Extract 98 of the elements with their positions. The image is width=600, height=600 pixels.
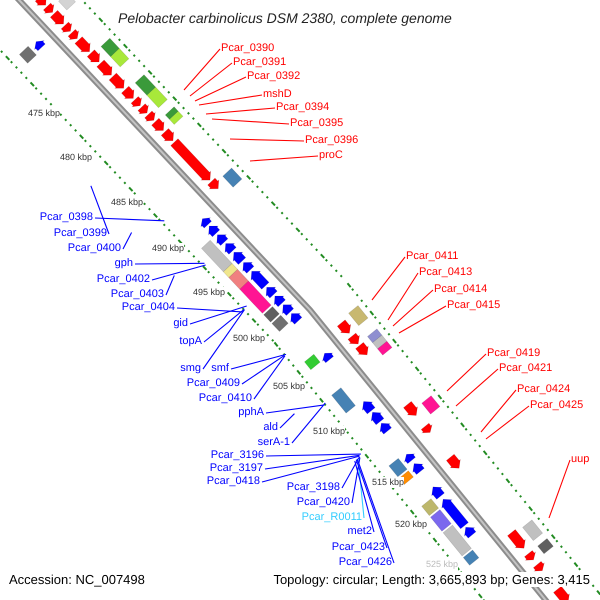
gene-label: Pcar_0423 <box>332 541 385 554</box>
gene-label: smg <box>180 362 201 375</box>
leader-line <box>206 107 276 115</box>
gene-label: Pcar_0398 <box>40 211 93 224</box>
leader-line <box>135 262 204 265</box>
leader-line <box>250 155 318 162</box>
gene-label: Pcar_0402 <box>96 273 150 286</box>
leader-line <box>90 186 110 234</box>
gene-label: Pcar_3198 <box>286 481 340 494</box>
gene-label: Pcar_3197 <box>210 462 263 475</box>
leader-line <box>351 457 360 504</box>
scale-label: 520 kbp <box>395 519 428 530</box>
gene-label: Pcar_0404 <box>122 301 175 314</box>
leader-line <box>356 458 395 564</box>
scale-label: 515 kbp <box>372 477 404 488</box>
gene-label: Pcar_0396 <box>305 134 358 147</box>
gene-label: Pcar_0425 <box>530 399 584 412</box>
gene-label: topA <box>179 335 202 348</box>
leader-line <box>358 458 365 518</box>
leader-line <box>354 460 375 532</box>
gene-label: Pcar_0410 <box>198 392 252 405</box>
gene-label: Pcar_0394 <box>276 101 330 114</box>
leader-line <box>398 306 446 334</box>
title: Pelobacter carbinolicus DSM 2380, complete genome <box>118 10 452 26</box>
leader-line <box>242 355 285 384</box>
gene-label: Pcar_0426 <box>338 556 392 569</box>
leader-line <box>254 355 286 400</box>
gene-label: Pcar_0413 <box>419 266 472 279</box>
leader-line <box>486 406 530 440</box>
leader-line <box>184 48 220 90</box>
leader-line <box>176 307 243 312</box>
leader-line <box>152 264 206 281</box>
gene-label: gid <box>173 317 188 330</box>
leader-line <box>166 275 175 296</box>
leader-line <box>94 217 164 222</box>
leader-line <box>264 454 360 470</box>
gene-label: Pcar_0409 <box>186 377 240 390</box>
gene-label: gph <box>114 257 133 270</box>
leader-line <box>356 459 388 548</box>
gene-label: Pcar_R0011 <box>302 511 362 524</box>
scale-label: 475 kbp <box>28 108 60 119</box>
gene-label: Pcar_0390 <box>221 42 274 55</box>
genome-info-text: Topology: circular; Length: 3,665,893 bp; Genes: 3,415 <box>273 572 590 587</box>
scale-label: 505 kbp <box>273 381 306 392</box>
gene-label: Pcar_0395 <box>290 117 344 130</box>
gene-label: pphA <box>238 406 264 419</box>
leader-line <box>122 232 132 250</box>
scale-label: 490 kbp <box>152 243 184 254</box>
gene-label: Pcar_0411 <box>406 250 458 263</box>
gene-label: Pcar_0420 <box>296 496 350 509</box>
leader-line <box>372 256 406 300</box>
leader-line <box>548 460 571 518</box>
gene-label: Pcar_0415 <box>447 299 500 312</box>
leader-line <box>262 456 360 483</box>
scale-label: 480 kbp <box>60 152 92 163</box>
leader-line <box>202 309 245 370</box>
leader-line <box>342 456 360 488</box>
gene-label: Pcar_0391 <box>233 56 286 69</box>
scale-label: 500 kbp <box>233 333 266 344</box>
leader-line <box>204 309 244 342</box>
scale-label: 525 kbp <box>426 559 458 570</box>
leader-line <box>212 118 290 125</box>
leader-line <box>266 404 324 414</box>
scale-label: 510 kbp <box>313 426 346 437</box>
gene-label: Pcar_0418 <box>206 475 260 488</box>
gene-label: Pcar_0424 <box>517 383 570 396</box>
gene-label: Pcar_0421 <box>499 362 552 375</box>
gene-label: mshD <box>263 88 292 101</box>
gene-label: Pcar_0414 <box>434 283 488 296</box>
leader-line <box>392 290 434 326</box>
leader-line <box>480 390 516 432</box>
accession-text: Accession: NC_007498 <box>9 572 145 587</box>
gene-label: uup <box>571 453 590 466</box>
leader-line <box>280 413 295 428</box>
leader-line <box>230 354 286 370</box>
scale-label: 495 kbp <box>193 287 226 298</box>
scale-label: 485 kbp <box>111 197 144 208</box>
gene-label: Pcar_0419 <box>487 347 540 360</box>
leader-line <box>190 62 232 96</box>
leader-line <box>388 272 418 320</box>
gene-label: ald <box>263 421 278 434</box>
gene-label: serA-1 <box>258 436 290 449</box>
leader-line <box>198 94 262 106</box>
gene-label: Pcar_0400 <box>68 242 121 255</box>
gene-label: Pcar_0399 <box>54 227 107 240</box>
gene-label: Pcar_3196 <box>210 449 264 462</box>
leader-line <box>456 368 498 406</box>
gene-label: proC <box>319 149 343 162</box>
gene-label: Pcar_0403 <box>110 288 164 301</box>
leader-line <box>446 354 486 392</box>
leader-line <box>230 138 304 142</box>
leader-line <box>292 402 326 444</box>
leader-line <box>190 306 247 325</box>
gene-label: Pcar_0392 <box>247 70 300 83</box>
gene-label: met2 <box>348 525 372 538</box>
leader-line <box>266 454 361 457</box>
leader-line <box>194 76 246 102</box>
gene-label: smf <box>211 362 229 375</box>
